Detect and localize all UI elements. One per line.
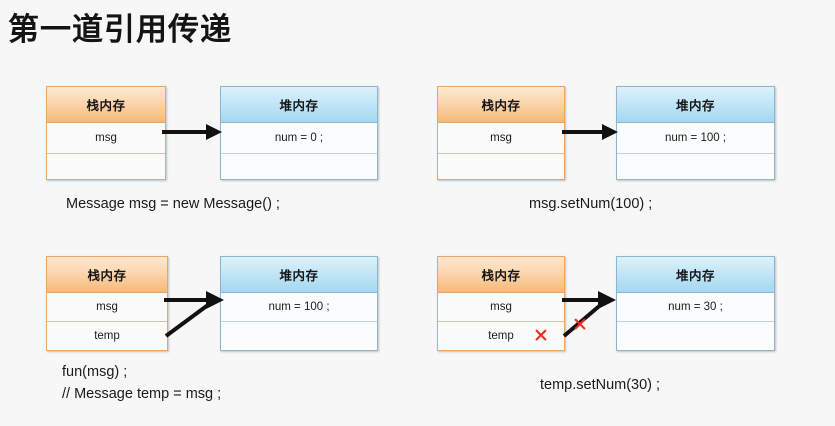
x-mark-temp-slot: ✕ xyxy=(533,325,549,347)
heap-memory-box-3: 堆内存 num = 100 ; xyxy=(220,256,378,351)
caption-step-3-line1: fun(msg) ; xyxy=(62,364,128,380)
stack-row-empty-1 xyxy=(47,153,165,179)
stack-row-msg-2: msg xyxy=(438,123,564,153)
stack-header-4: 栈内存 xyxy=(438,257,564,293)
heap-row-num-3: num = 100 ; xyxy=(221,293,377,321)
caption-step-3-line2: // Message temp = msg ; xyxy=(62,386,222,402)
stack-header-3: 栈内存 xyxy=(47,257,167,293)
stack-row-msg-1: msg xyxy=(47,123,165,153)
heap-header-3: 堆内存 xyxy=(221,257,377,293)
stack-header-2: 栈内存 xyxy=(438,87,564,123)
stack-row-msg-4: msg xyxy=(438,293,564,321)
x-mark-temp-arrow: ✕ xyxy=(572,314,588,336)
stack-row-msg-3: msg xyxy=(47,293,167,321)
stack-row-empty-2 xyxy=(438,153,564,179)
heap-header-4: 堆内存 xyxy=(617,257,774,293)
heap-row-empty-3 xyxy=(221,321,377,350)
caption-step-4: temp.setNum(30) ; xyxy=(540,377,661,393)
heap-header-1: 堆内存 xyxy=(221,87,377,123)
heap-memory-box-1: 堆内存 num = 0 ; xyxy=(220,86,378,180)
heap-row-empty-1 xyxy=(221,153,377,179)
heap-row-num-2: num = 100 ; xyxy=(617,123,774,153)
reference-arrows-4 xyxy=(562,291,616,338)
caption-step-2: msg.setNum(100) ; xyxy=(529,196,653,212)
heap-row-empty-2 xyxy=(617,153,774,179)
stack-memory-box-1: 栈内存 msg xyxy=(46,86,166,180)
heap-row-num-4: num = 30 ; xyxy=(617,293,774,321)
stack-header-1: 栈内存 xyxy=(47,87,165,123)
heap-row-empty-4 xyxy=(617,321,774,350)
caption-step-1: Message msg = new Message() ; xyxy=(66,196,280,212)
heap-header-2: 堆内存 xyxy=(617,87,774,123)
page-title: 第一道引用传递 xyxy=(8,12,232,48)
heap-memory-box-2: 堆内存 num = 100 ; xyxy=(616,86,775,180)
heap-memory-box-4: 堆内存 num = 30 ; xyxy=(616,256,775,351)
stack-row-temp-3: temp xyxy=(47,321,167,350)
stack-row-temp-4: temp xyxy=(438,321,564,350)
reference-arrows-3 xyxy=(164,291,224,338)
heap-row-num-1: num = 0 ; xyxy=(221,123,377,153)
stack-memory-box-4: 栈内存 msg temp xyxy=(437,256,565,351)
reference-arrow-1 xyxy=(162,124,222,140)
reference-arrow-2 xyxy=(562,124,618,140)
stack-memory-box-2: 栈内存 msg xyxy=(437,86,565,180)
stack-memory-box-3: 栈内存 msg temp xyxy=(46,256,168,351)
